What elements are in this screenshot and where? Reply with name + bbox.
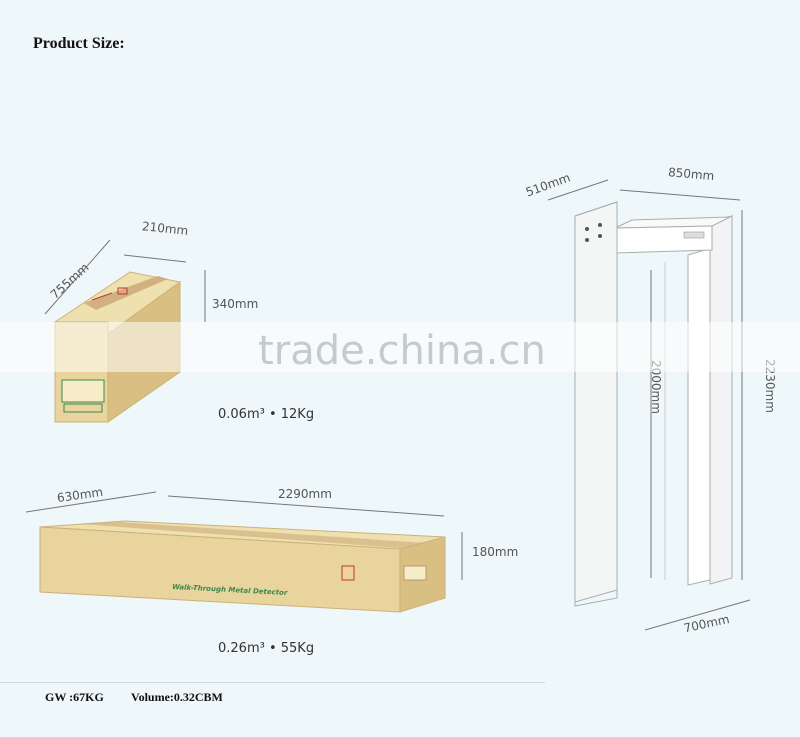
- footer-divider: [0, 682, 545, 683]
- page-title: Product Size:: [33, 35, 125, 52]
- detector-width: 850mm: [668, 165, 715, 183]
- long-box-depth: 630mm: [56, 485, 104, 505]
- long-box-dimensions: [25, 491, 463, 580]
- gross-weight: GW :67KG: [45, 690, 104, 704]
- small-box-height: 340mm: [212, 297, 258, 311]
- small-box-width: 210mm: [141, 219, 189, 238]
- detector-outer-height: 2230mm: [763, 359, 777, 413]
- long-box: [39, 520, 446, 613]
- detector-depth: 510mm: [524, 170, 572, 199]
- detector-base: 700mm: [682, 612, 730, 635]
- small-box-dimensions: [44, 239, 206, 322]
- long-box-spec: 0.26m³ • 55Kg: [218, 641, 314, 656]
- small-box-spec: 0.06m³ • 12Kg: [218, 407, 314, 422]
- detector-inner-height: 2000mm: [649, 360, 663, 414]
- metal-detector-dimensions: [547, 179, 751, 631]
- metal-detector: [574, 201, 734, 607]
- volume: Volume:0.32CBM: [131, 690, 223, 704]
- small-box-depth: 755mm: [48, 260, 92, 301]
- long-box-length: 2290mm: [278, 487, 332, 501]
- watermark-text: trade.china.cn: [258, 328, 546, 374]
- long-box-height: 180mm: [472, 545, 518, 559]
- watermark-band: [0, 322, 800, 372]
